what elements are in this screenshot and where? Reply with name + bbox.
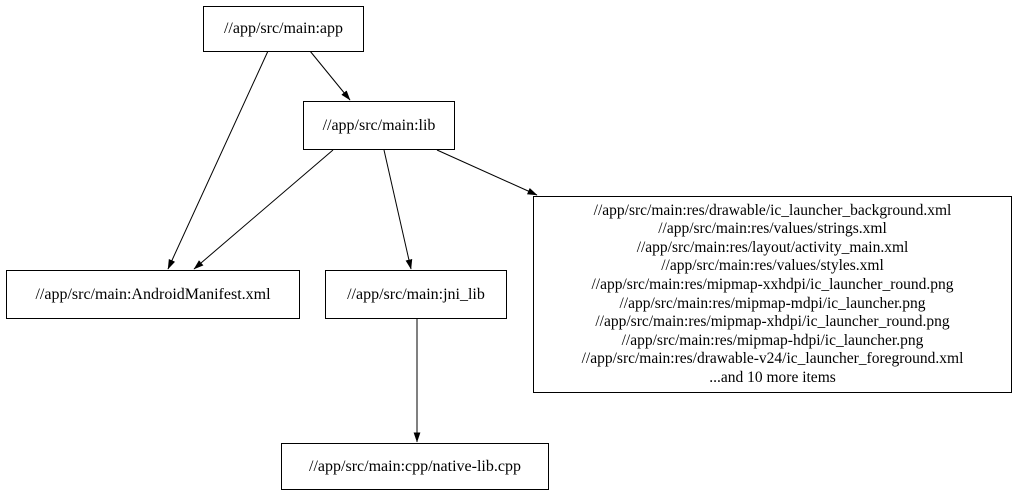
edge-lib-res xyxy=(436,149,538,196)
res-file-line: //app/src/main:res/drawable/ic_launcher_… xyxy=(593,201,952,219)
res-file-line: //app/src/main:res/values/strings.xml xyxy=(658,220,887,238)
edge-lib-jni_lib xyxy=(383,149,413,270)
res-more-items-line: ...and 10 more items xyxy=(709,368,836,386)
res-file-line: //app/src/main:res/values/styles.xml xyxy=(661,257,884,275)
node-native-lib-cpp: //app/src/main:cpp/native-lib.cpp xyxy=(281,443,549,490)
res-file-line: //app/src/main:res/drawable-v24/ic_launc… xyxy=(581,350,964,368)
node-res-files: //app/src/main:res/drawable/ic_launcher_… xyxy=(533,196,1012,393)
res-file-line: //app/src/main:res/mipmap-hdpi/ic_launch… xyxy=(621,331,924,349)
res-file-line: //app/src/main:res/mipmap-xhdpi/ic_launc… xyxy=(595,313,950,331)
res-file-line: //app/src/main:res/layout/activity_main.… xyxy=(636,238,909,256)
edge-lib-manifest xyxy=(193,149,334,270)
node-jni-lib-label: //app/src/main:jni_lib xyxy=(347,285,485,303)
node-lib: //app/src/main:lib xyxy=(303,101,455,150)
edge-app-lib xyxy=(309,50,351,101)
node-android-manifest-label: //app/src/main:AndroidManifest.xml xyxy=(35,285,271,303)
res-file-line: //app/src/main:res/mipmap-xxhdpi/ic_laun… xyxy=(591,275,954,293)
res-file-line: //app/src/main:res/mipmap-mdpi/ic_launch… xyxy=(619,294,926,312)
node-app-label: //app/src/main:app xyxy=(223,20,344,37)
node-android-manifest: //app/src/main:AndroidManifest.xml xyxy=(6,270,300,319)
edge-app-manifest xyxy=(167,50,269,270)
node-jni-lib: //app/src/main:jni_lib xyxy=(325,270,507,319)
node-lib-label: //app/src/main:lib xyxy=(322,116,436,134)
node-app: //app/src/main:app xyxy=(203,6,364,52)
node-native-lib-cpp-label: //app/src/main:cpp/native-lib.cpp xyxy=(309,457,521,475)
